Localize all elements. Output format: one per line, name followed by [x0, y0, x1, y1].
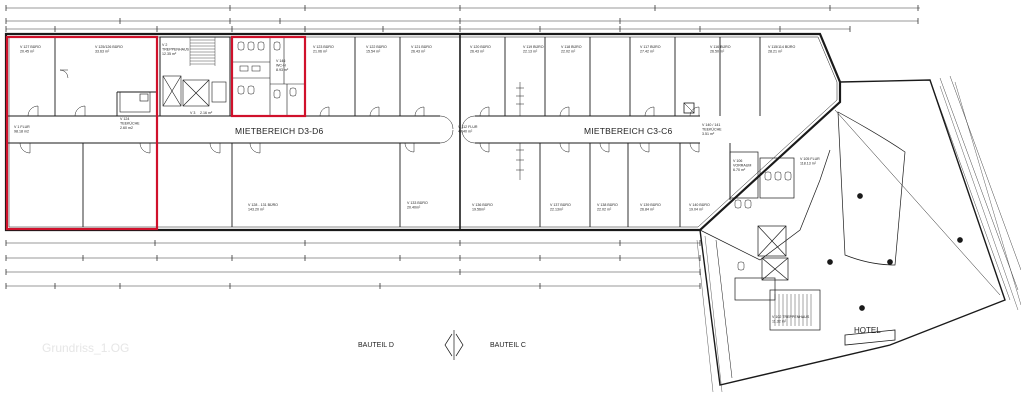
corridor-details	[516, 82, 695, 180]
angled-wing	[699, 75, 1021, 386]
plan-name-watermark: Grundriss_1.OG	[42, 341, 129, 355]
top-dimension-lines	[5, 5, 920, 32]
building-label-left: BAUTEIL D	[358, 342, 394, 349]
bottom-dimension-lines	[5, 240, 701, 289]
section-mark-icon	[444, 330, 464, 360]
door-swings	[19, 69, 700, 154]
highlight-outlines	[5, 35, 307, 231]
zone-label-west: MIETBEREICH D3-D6	[235, 126, 323, 136]
hotel-label: HOTEL	[854, 326, 881, 335]
building-label-right: BAUTEIL C	[490, 342, 526, 349]
wc-core-d	[232, 37, 305, 116]
south-partitions	[82, 143, 731, 227]
stair-core-d	[119, 36, 231, 117]
lobby-shape	[827, 111, 963, 311]
core-c	[699, 149, 831, 331]
zone-label-east: MIETBEREICH C3-C6	[584, 126, 672, 136]
wing-dimension-lines	[696, 81, 1021, 393]
